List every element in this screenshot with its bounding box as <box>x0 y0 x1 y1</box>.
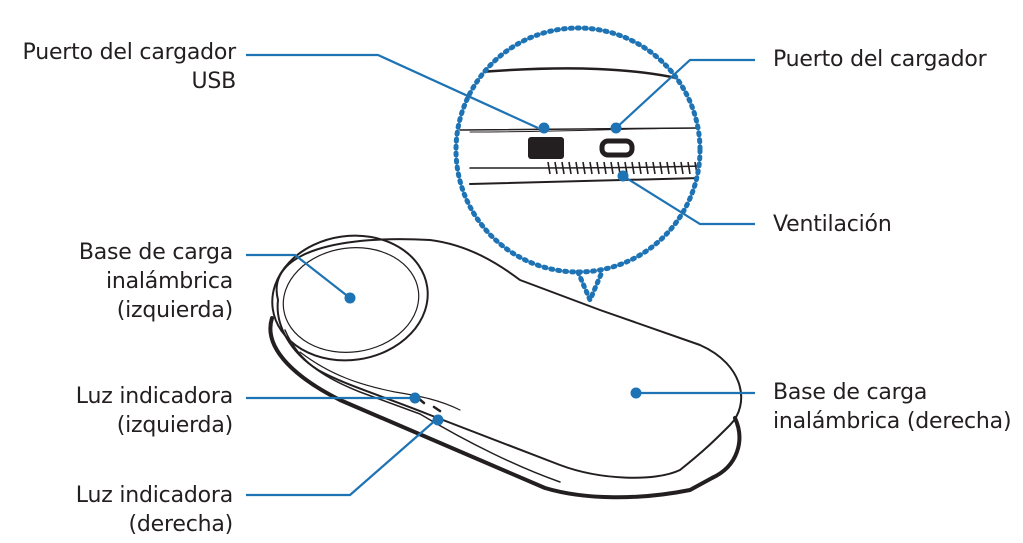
vent-slot <box>568 161 572 175</box>
detail-magnifier <box>453 25 703 307</box>
label-right-pad: Base de carga inalámbrica (derecha) <box>773 378 1012 436</box>
vent-slot <box>652 161 656 175</box>
callout-usb-port <box>246 53 539 130</box>
left-pad-inner-ring <box>282 247 420 353</box>
device-top-outline <box>275 238 743 479</box>
label-indicator-left: Luz indicadora (izquierda) <box>76 382 233 440</box>
device-groove <box>299 351 461 411</box>
vent-slot <box>547 161 551 175</box>
callout-lines <box>246 53 755 497</box>
dot-ventilation <box>617 170 629 182</box>
label-indicator-right: Luz indicadora (derecha) <box>76 481 233 539</box>
vent-slot <box>554 161 558 175</box>
dot-indicator-right <box>432 414 444 426</box>
dot-left-pad <box>344 292 356 304</box>
vent-slot <box>610 161 614 175</box>
dot-right-pad <box>630 387 642 399</box>
label-left-pad: Base de carga inalámbrica (izquierda) <box>79 238 233 325</box>
label-indicator-left-line-1: Luz indicadora <box>75 384 233 409</box>
charger-device <box>268 234 743 500</box>
vent-slot <box>575 161 579 175</box>
vent-slot <box>666 161 670 175</box>
left-pad-outer-ring <box>271 234 429 362</box>
zoom-bottom-line-2 <box>469 177 700 185</box>
label-charger-port: Puerto del cargador <box>773 45 987 74</box>
vent-slot <box>561 161 565 175</box>
label-usb-port-line-1: Puerto del cargador <box>22 40 237 65</box>
callout-dots <box>344 122 642 426</box>
label-ventilation-line-1: Ventilación <box>773 212 892 237</box>
label-right-pad-line-2: inalámbrica (derecha) <box>773 409 1012 434</box>
usb-port-shape <box>528 137 564 159</box>
charger-port-shape <box>599 138 635 158</box>
vent-slot <box>631 161 635 175</box>
device-side-edge <box>284 329 561 483</box>
label-charger-port-line-1: Puerto del cargador <box>773 47 987 72</box>
zoom-panel-top <box>469 127 700 133</box>
vent-slot <box>680 161 684 175</box>
vent-slot <box>645 161 649 175</box>
label-left-pad-line-2: inalámbrica <box>105 269 233 294</box>
dot-charger-port <box>610 122 622 134</box>
callout-indicator-right <box>246 417 439 497</box>
dot-indicator-left <box>409 392 421 404</box>
vent-slot <box>673 161 677 175</box>
magnifier-dotted-tail <box>575 269 605 307</box>
label-left-pad-line-3: (izquierda) <box>116 298 233 323</box>
label-indicator-right-line-1: Luz indicadora <box>75 483 233 508</box>
label-left-pad-line-1: Base de carga <box>78 240 233 265</box>
vent-slot <box>687 161 691 175</box>
callout-ventilation <box>622 175 755 226</box>
vent-slots <box>547 161 698 175</box>
callout-left-pad <box>246 253 351 299</box>
label-ventilation: Ventilación <box>773 210 892 239</box>
dot-usb-port <box>538 122 550 134</box>
label-indicator-left-line-2: (izquierda) <box>116 413 233 438</box>
vent-slot <box>603 161 607 175</box>
magnifier-dotted-ring <box>453 25 703 275</box>
vent-slot <box>659 161 663 175</box>
zoom-bottom-line-1 <box>469 165 700 169</box>
indicator-light-right-mark <box>432 405 442 413</box>
device-base-edge <box>268 316 742 500</box>
vent-slot <box>582 161 586 175</box>
label-usb-port-line-2: USB <box>191 69 236 94</box>
vent-slot <box>589 161 593 175</box>
callout-charger-port <box>615 58 755 129</box>
vent-slot <box>596 161 600 175</box>
label-right-pad-line-1: Base de carga <box>773 380 928 405</box>
vent-slot <box>638 161 642 175</box>
label-indicator-right-line-2: (derecha) <box>128 512 234 537</box>
